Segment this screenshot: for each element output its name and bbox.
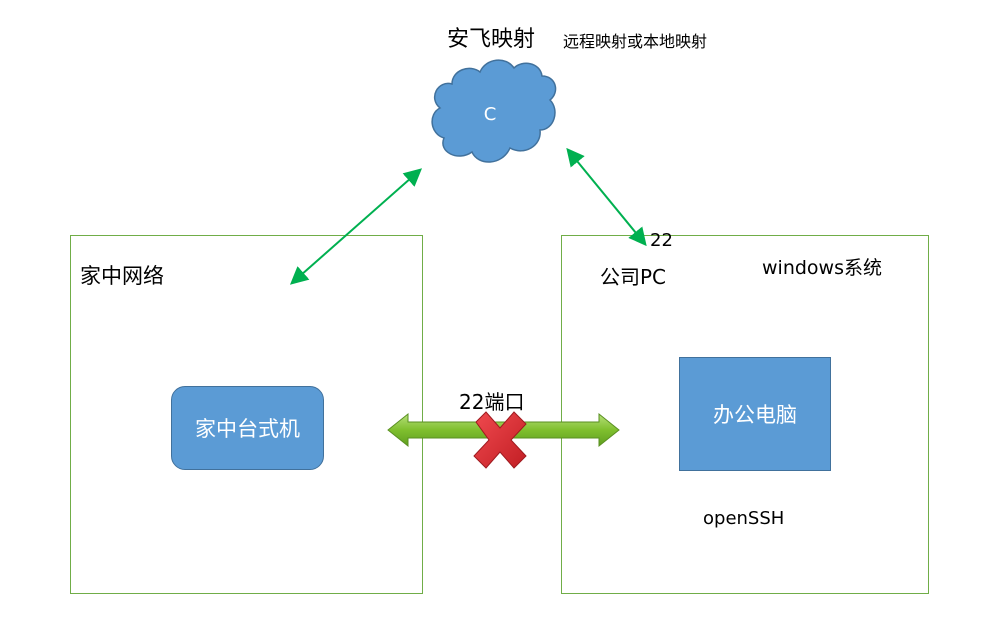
home-network-label: 家中网络 <box>80 264 164 288</box>
office-computer-node: 办公电脑 <box>679 357 831 471</box>
home-desktop-label: 家中台式机 <box>195 417 300 441</box>
os-label: windows系统 <box>762 257 882 279</box>
diagram-title: 安飞映射 <box>447 27 536 52</box>
blocked-cross-icon <box>473 411 527 469</box>
home-desktop-node: 家中台式机 <box>171 386 324 470</box>
office-computer-label: 办公电脑 <box>713 403 797 427</box>
openssh-label: openSSH <box>703 508 785 529</box>
direct-port-label: 22端口 <box>459 390 525 414</box>
home-cloud-connector <box>289 168 423 285</box>
office-pc-region <box>561 235 929 594</box>
cloud-office-connector <box>566 147 647 247</box>
diagram-subtitle: 远程映射或本地映射 <box>563 32 708 51</box>
cloud-shape <box>431 59 557 163</box>
home-network-region <box>70 235 423 594</box>
office-pc-label: 公司PC <box>600 265 667 289</box>
cloud-label: C <box>483 104 497 125</box>
office-cloud-port-label: 22 <box>650 230 673 251</box>
